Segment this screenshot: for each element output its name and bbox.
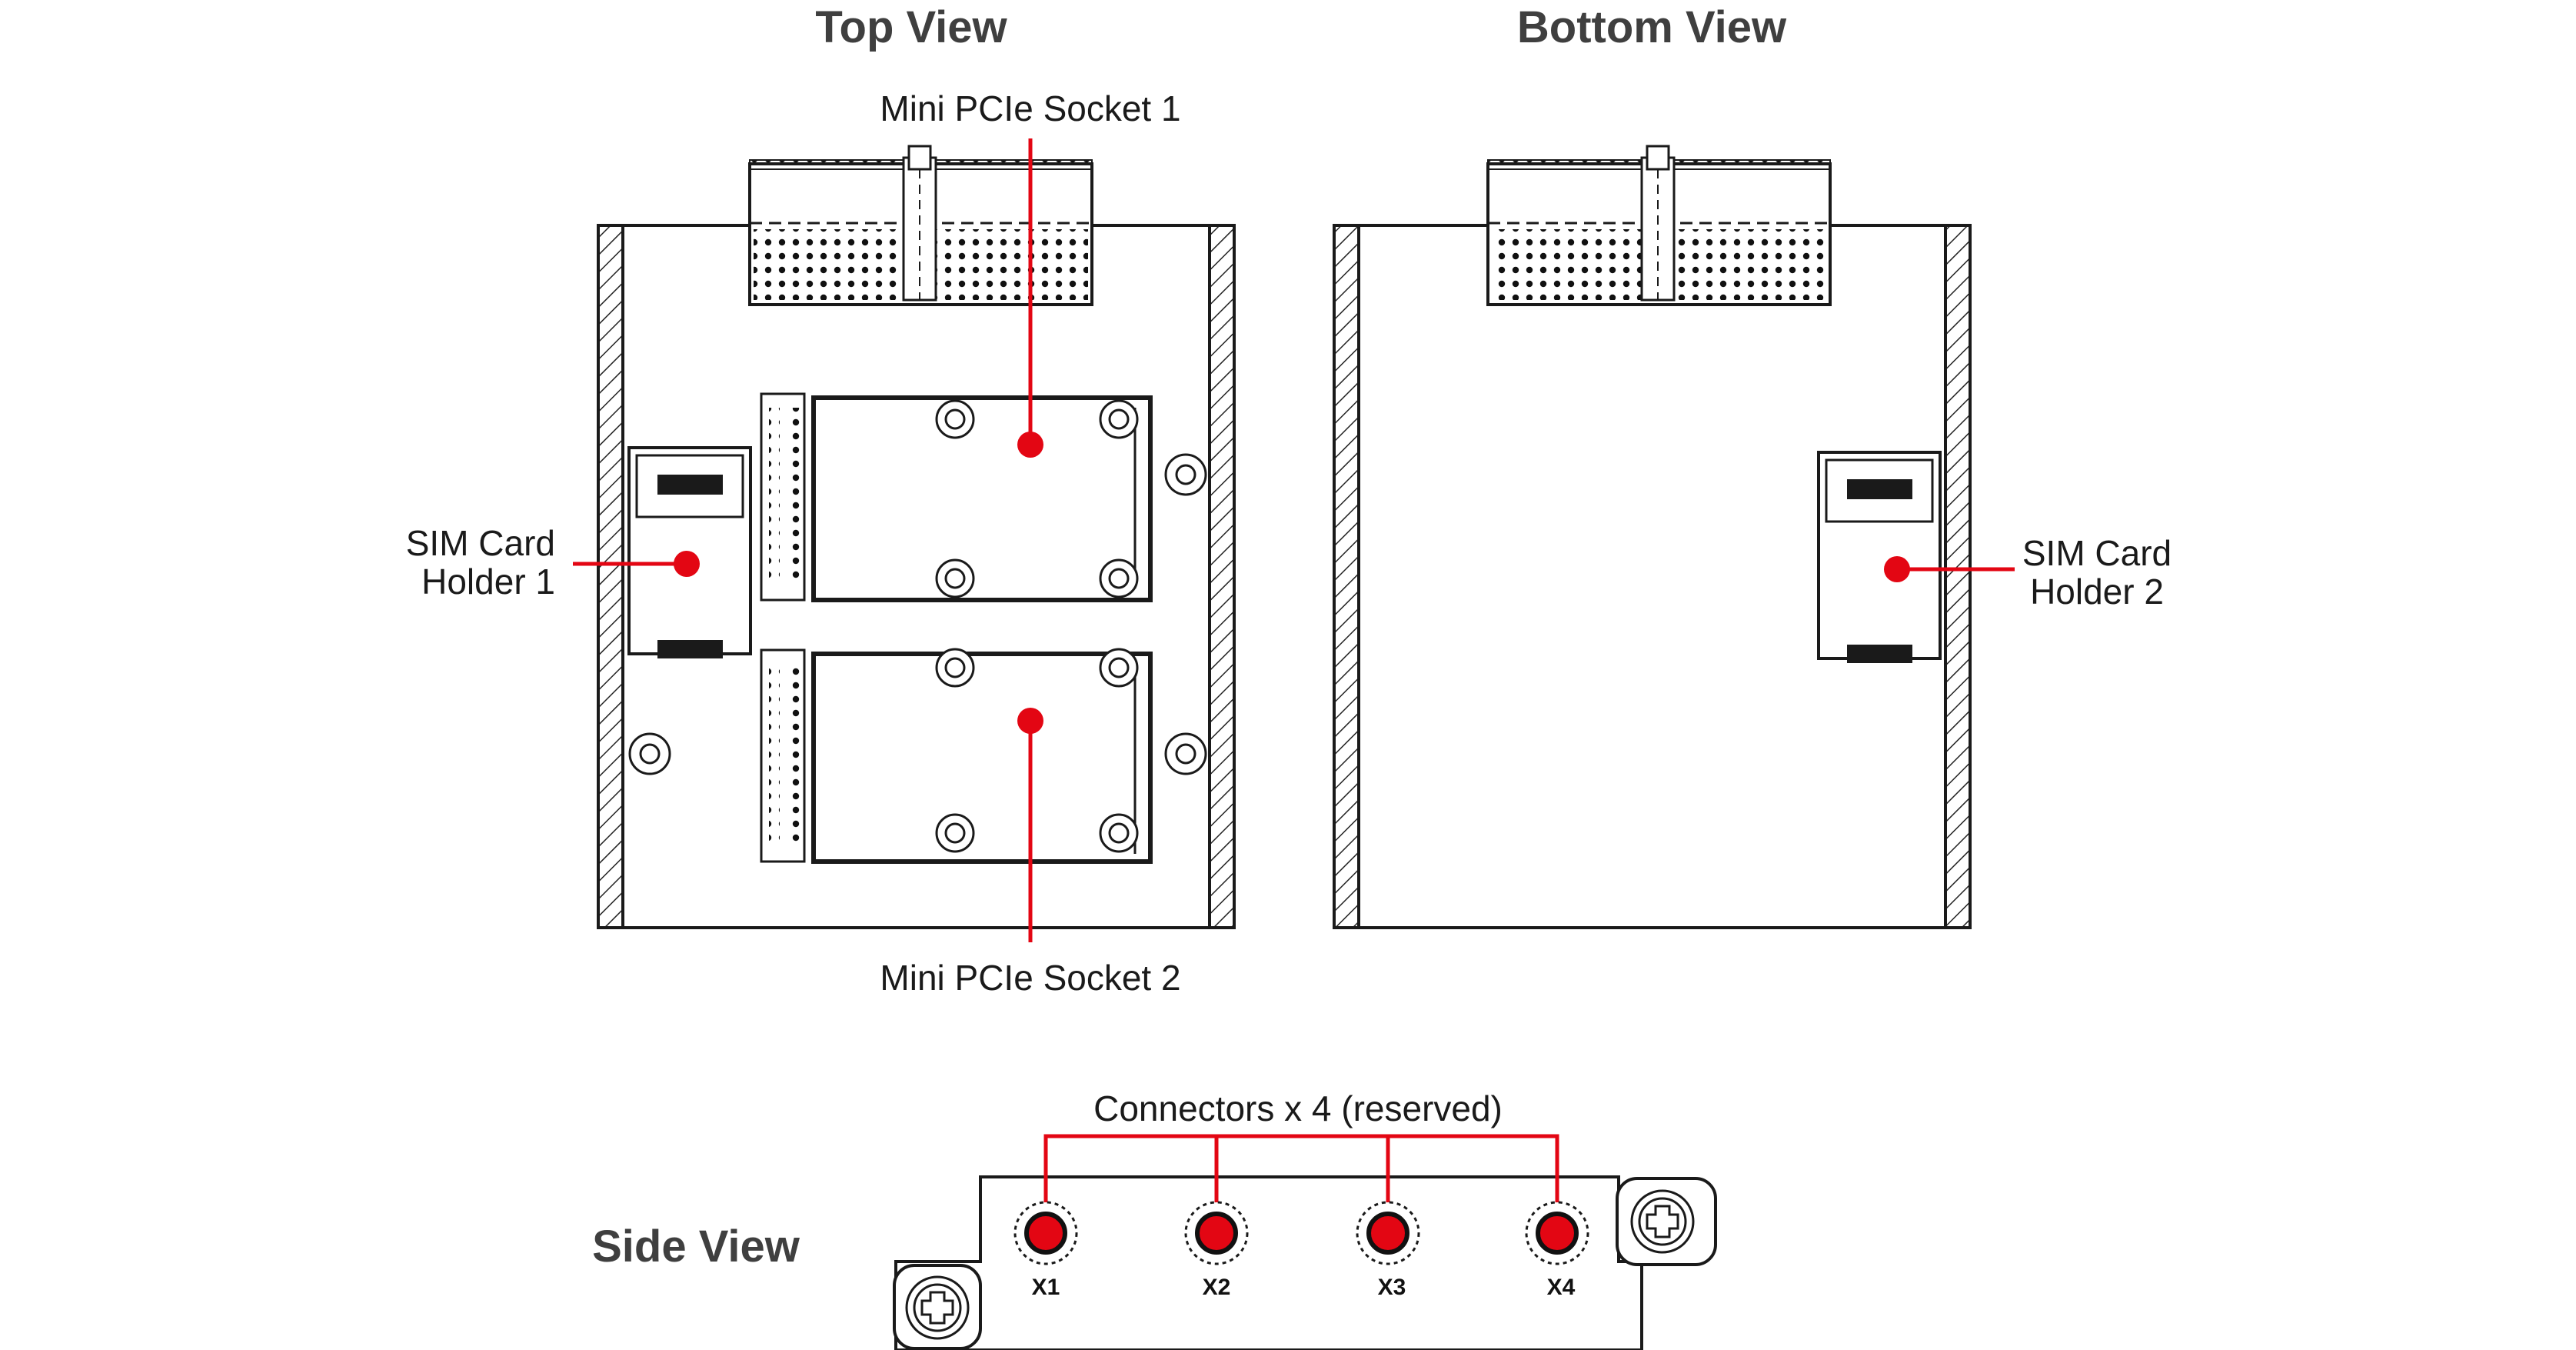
top-view-title: Top View — [815, 2, 1007, 52]
connector-x1-label: X1 — [1032, 1275, 1060, 1300]
mini-pcie-slot-1 — [760, 392, 1153, 602]
connector-x2: X2 — [1184, 1201, 1249, 1300]
connector-x3-label: X3 — [1378, 1275, 1406, 1300]
side-bracket-plate — [894, 1175, 1643, 1350]
connector-x4-label: X4 — [1547, 1275, 1576, 1300]
bottom-view: Bottom View SIM Card Holder 2 — [1333, 2, 2172, 929]
callout-mini-pcie-socket-2: Mini PCIe Socket 2 — [880, 708, 1181, 998]
top-backplane-connector — [748, 145, 1093, 306]
sim-card-holder-1-label-line2: Holder 1 — [421, 562, 555, 602]
connector-x3: X3 — [1356, 1201, 1420, 1300]
sim-card-holder-1 — [627, 446, 752, 658]
side-screw-right — [1616, 1177, 1717, 1266]
bottom-view-title: Bottom View — [1517, 2, 1787, 52]
mini-pcie-socket-2-label: Mini PCIe Socket 2 — [880, 958, 1180, 998]
top-standoffs — [628, 453, 1207, 775]
sim-card-holder-2 — [1817, 451, 1942, 663]
callout-connectors: Connectors x 4 (reserved) — [1043, 1088, 1559, 1233]
sim-card-holder-2-label-line2: Holder 2 — [2030, 572, 2164, 612]
sim-card-holder-1-label-line1: SIM Card — [406, 523, 555, 563]
bottom-backplane-connector — [1486, 145, 1832, 306]
top-board-left-rail — [597, 224, 624, 929]
top-view: Top View — [406, 2, 1236, 998]
callout-mini-pcie-socket-1: Mini PCIe Socket 1 — [880, 88, 1181, 458]
connector-x4: X4 — [1525, 1201, 1589, 1300]
side-screw-left — [893, 1264, 982, 1350]
callout-sim-card-holder-2: SIM Card Holder 2 — [1884, 533, 2172, 612]
callout-sim-card-holder-1: SIM Card Holder 1 — [406, 523, 700, 602]
bottom-board-right-rail — [1944, 224, 1972, 929]
side-view: Side View Connectors x 4 (reserved) — [592, 1088, 1717, 1350]
bottom-board-left-rail — [1333, 224, 1360, 929]
sim-card-holder-2-label-line1: SIM Card — [2022, 533, 2172, 573]
mini-pcie-slot-2 — [760, 648, 1153, 864]
top-board-right-rail — [1208, 224, 1236, 929]
connectors-label: Connectors x 4 (reserved) — [1093, 1088, 1503, 1128]
connector-x1: X1 — [1013, 1201, 1078, 1300]
connector-x2-label: X2 — [1203, 1275, 1231, 1300]
mini-pcie-socket-1-label: Mini PCIe Socket 1 — [880, 88, 1180, 128]
side-view-title: Side View — [592, 1222, 800, 1272]
